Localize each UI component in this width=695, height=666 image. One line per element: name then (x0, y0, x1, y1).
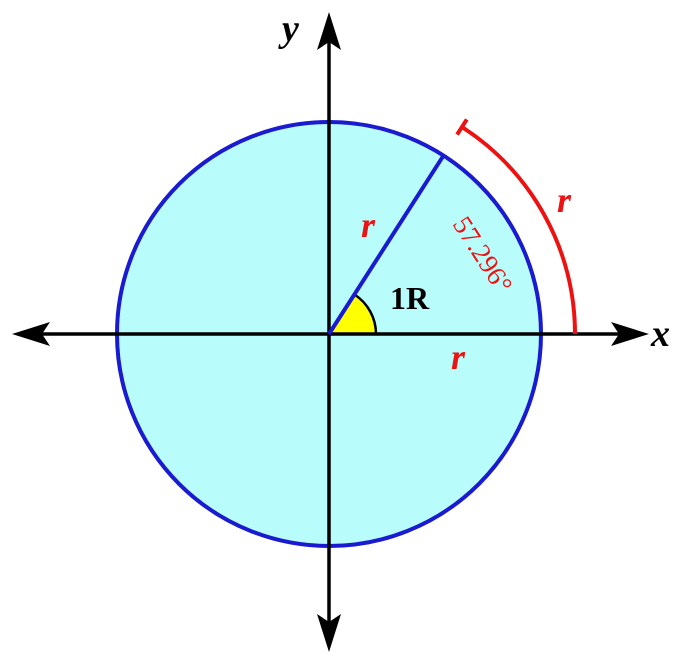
angle-label: 1R (390, 280, 430, 316)
y-axis-bottom-arrowhead (317, 614, 341, 652)
y-axis-label: y (278, 8, 299, 50)
arc-length-label: r (557, 180, 572, 220)
y-axis-top-arrowhead (317, 12, 341, 50)
arc-length-r (460, 125, 577, 335)
x-axis-label: x (650, 313, 670, 355)
arc-end-tick (455, 118, 469, 136)
radius-label: r (361, 205, 376, 245)
axis-radius-label: r (451, 337, 466, 377)
x-axis-right-arrowhead (611, 322, 649, 346)
x-axis-left-arrowhead (12, 322, 50, 346)
radius-line (327, 154, 446, 336)
